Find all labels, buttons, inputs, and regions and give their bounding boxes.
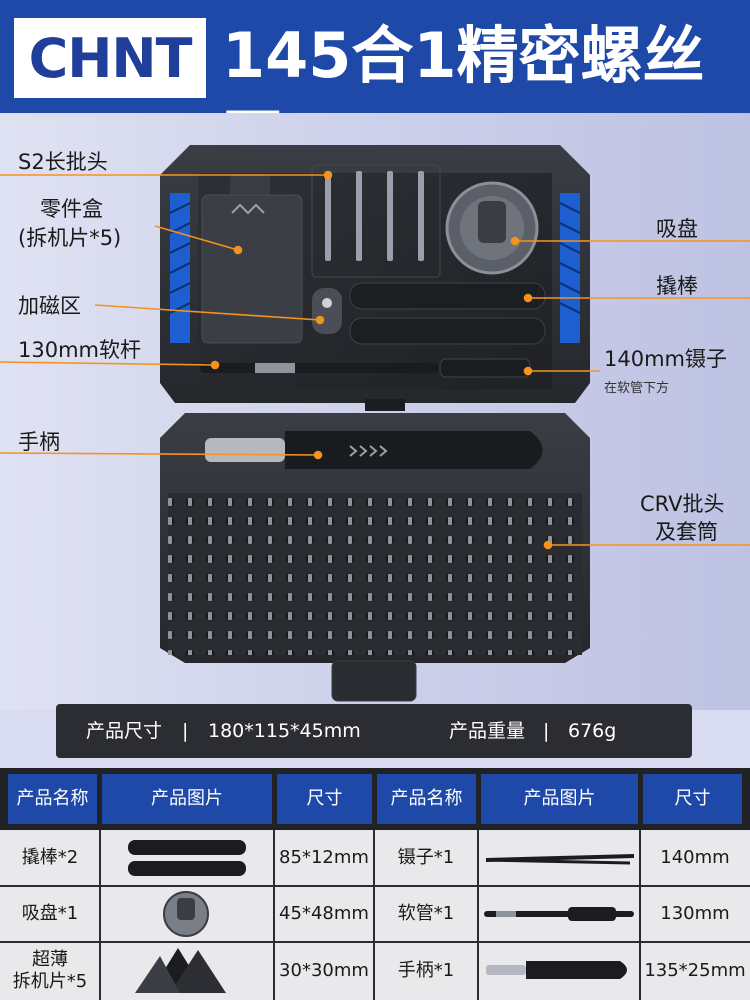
table-cell: 140mm [660,847,730,868]
label-crv-bits: CRV批头 [640,492,725,516]
upper-lid [160,145,590,411]
table-cell: 手柄*1 [397,960,455,981]
label-s2-bits: S2长批头 [18,150,108,174]
table-cell: 镊子*1 [397,847,455,868]
label-crv-sockets: 及套筒 [655,520,718,544]
label-handle: 手柄 [18,430,60,454]
col-header-image: 产品图片 [481,774,638,824]
product-spec-bar: 产品尺寸 | 180*115*45mm 产品重量 | 676g [56,704,692,758]
brand-logo-text: CHNT [28,26,193,90]
opening-pick-thumb [135,948,226,993]
label-parts-box-detail: (拆机片*5) [18,226,122,250]
label-suction-cup: 吸盘 [656,217,698,241]
header-banner: CHNT 145合1精密螺丝刀 [0,0,750,172]
weight-label: 产品重量 [449,720,526,742]
table-cell: 软管*1 [397,903,455,924]
contents-table: 产品名称 产品图片 尺寸 产品名称 产品图片 尺寸 撬棒*2 85*12mm 镊… [0,768,750,1000]
table-cell: 130mm [660,903,730,924]
label-tweezers-note: 在软管下方 [604,381,670,396]
table-cell: 85*12mm [279,847,369,868]
col-header-name: 产品名称 [377,774,476,824]
pry-bar-thumb [128,840,246,876]
col-header-size: 尺寸 [277,774,372,824]
callout-lines [0,170,750,550]
col-header-name: 产品名称 [8,774,97,824]
flex-shaft-thumb [484,907,634,921]
col-header-image: 产品图片 [102,774,272,824]
product-stage: S2长批头 零件盒 (拆机片*5) 加磁区 130mm软杆 手柄 吸盘 撬棒 1… [0,113,750,710]
table-cell: 吸盘*1 [21,903,79,924]
table-cell: 撬棒*2 [21,847,79,868]
label-pry-bar: 撬棒 [656,274,698,298]
handle-thumb [486,961,627,979]
label-magnet-zone: 加磁区 [18,294,81,318]
col-header-size: 尺寸 [643,774,742,824]
lower-tray [160,413,590,702]
size-label: 产品尺寸 [86,720,163,742]
tweezers-thumb [485,854,635,865]
table-cell: 超薄 拆机片*5 [12,949,88,992]
separator: | [182,720,189,742]
toolkit-illustration [0,145,750,702]
brand-logo: CHNT [14,18,206,98]
label-flex-shaft: 130mm软杆 [18,338,141,362]
separator: | [543,720,550,742]
label-parts-box: 零件盒 [40,197,103,221]
label-tweezers: 140mm镊子 [604,347,727,371]
table-cell: 45*48mm [279,903,369,924]
table-cell: 135*25mm [644,960,746,981]
size-value: 180*115*45mm [208,720,361,742]
table-cell: 30*30mm [279,960,369,981]
suction-cup-thumb [163,891,209,937]
weight-value: 676g [568,720,617,742]
